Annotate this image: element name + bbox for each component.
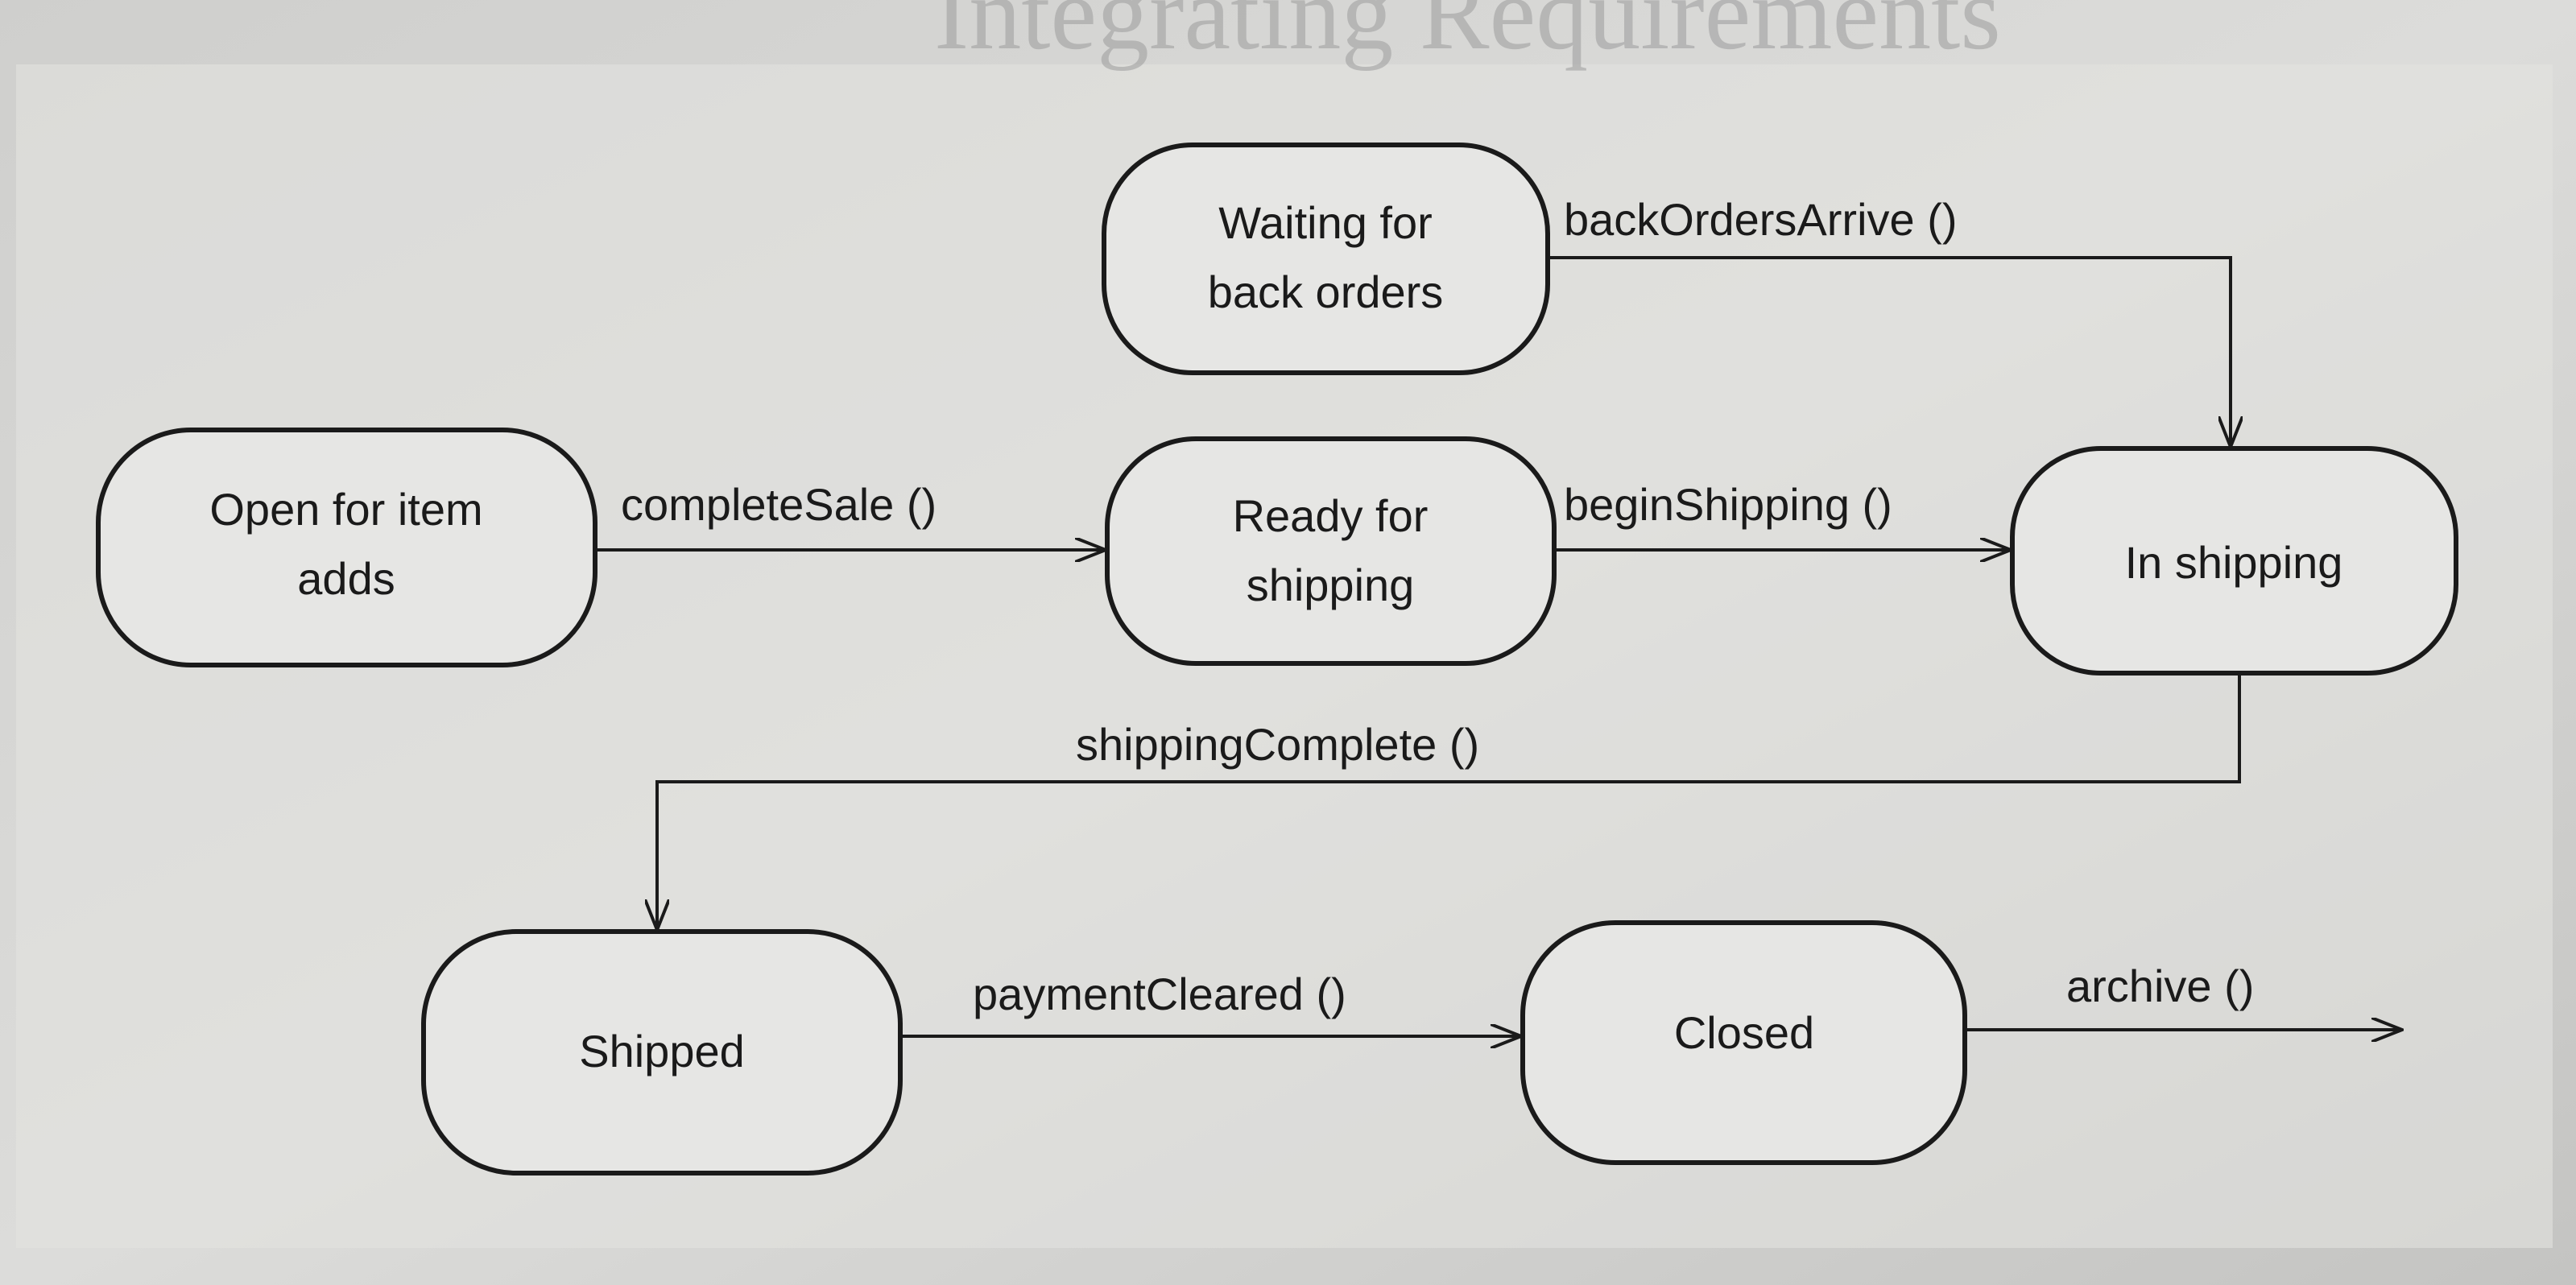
state-shipped: Shipped <box>421 929 903 1176</box>
transition-back-orders-arrive: backOrdersArrive () <box>1548 194 2231 447</box>
state-label: Open for item <box>209 484 482 535</box>
state-label: Closed <box>1674 1007 1814 1058</box>
transition-shipping-complete: shippingComplete () <box>657 673 2241 930</box>
state-waiting-for-back-orders: Waiting for back orders <box>1102 143 1550 375</box>
page-heading: Integrating Requirements <box>934 0 2001 72</box>
transition-label: archive () <box>2066 961 2254 1011</box>
transition-label: completeSale () <box>621 479 937 530</box>
transition-complete-sale: completeSale () <box>595 479 1106 550</box>
transition-payment-cleared: paymentCleared () <box>900 969 1521 1036</box>
state-label: Ready for <box>1233 490 1429 541</box>
state-label: Waiting for <box>1218 197 1433 248</box>
transition-archive: archive () <box>1965 961 2402 1030</box>
transition-label: beginShipping () <box>1564 479 1892 530</box>
state-open-for-item-adds: Open for item adds <box>96 428 597 667</box>
transition-begin-shipping: beginShipping () <box>1554 479 2011 550</box>
transition-label: shippingComplete () <box>1076 719 1479 770</box>
state-closed: Closed <box>1520 920 1967 1165</box>
transition-label: backOrdersArrive () <box>1564 194 1958 245</box>
state-label: back orders <box>1208 267 1444 317</box>
state-in-shipping: In shipping <box>2010 446 2458 676</box>
state-label: Shipped <box>579 1026 745 1076</box>
transition-label: paymentCleared () <box>973 969 1346 1019</box>
state-ready-for-shipping: Ready for shipping <box>1105 436 1557 666</box>
state-label: shipping <box>1247 560 1415 610</box>
state-label: adds <box>297 553 395 604</box>
state-label: In shipping <box>2125 537 2343 588</box>
